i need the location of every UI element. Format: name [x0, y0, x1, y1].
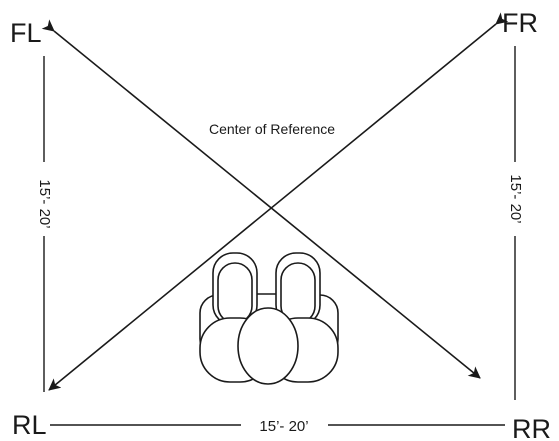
diagonal-arrow-fr-rl: [48, 12, 509, 391]
left-foot: [217, 262, 253, 324]
right-dimension: 15’- 20’: [507, 46, 524, 400]
bottom-dimension: 15’- 20’: [50, 418, 505, 435]
listener-chair-icon: [199, 252, 339, 385]
listener-head: [237, 307, 299, 385]
front-right-label: FR: [502, 8, 538, 38]
rear-right-label: RR: [512, 414, 551, 441]
center-of-reference-label: Center of Reference: [209, 121, 335, 137]
left-dimension: 15’- 20’: [36, 56, 53, 392]
front-left-label: FL: [10, 18, 42, 48]
rear-left-label: RL: [12, 410, 47, 440]
left-dimension-label: 15’- 20’: [36, 179, 53, 228]
right-foot: [280, 262, 316, 324]
bottom-dimension-label: 15’- 20’: [259, 418, 308, 435]
right-dimension-label: 15’- 20’: [507, 174, 524, 223]
